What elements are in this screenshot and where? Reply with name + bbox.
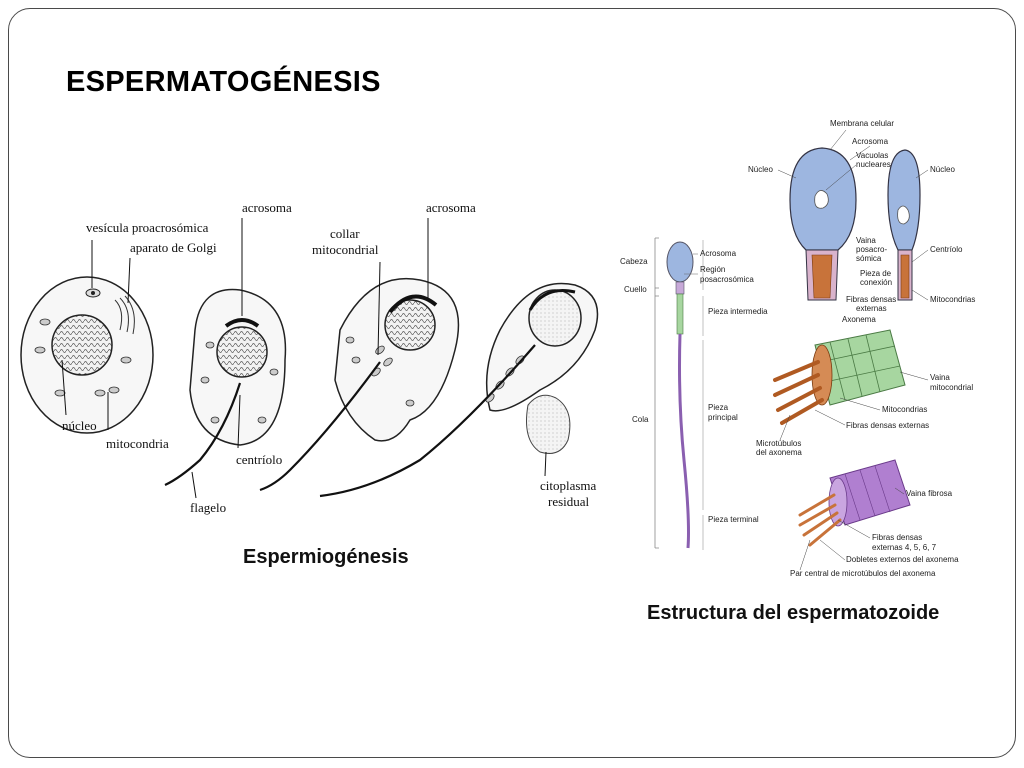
label-mitocondrias-mid: Mitocondrias (882, 405, 927, 414)
label-residual: residual (548, 494, 590, 509)
label-mitocondrias-top: Mitocondrias (930, 295, 975, 304)
label-pieza: Pieza (708, 403, 729, 412)
slide-title: ESPERMATOGÉNESIS (66, 66, 381, 98)
label-mitocondrial: mitocondrial (312, 242, 379, 257)
spermatid-cell-1 (20, 276, 154, 434)
label-dobletes: Dobletes externos del axonema (846, 555, 959, 564)
label-golgi: aparato de Golgi (130, 240, 217, 255)
label-membrana: Membrana celular (830, 119, 894, 128)
caption-estructura: Estructura del espermatozoide (647, 602, 940, 624)
label-acrosoma-1: acrosoma (242, 200, 292, 215)
label-fibras-densas-ext: Fibras densas externas (846, 421, 929, 430)
label-pieza-de: Pieza de (860, 269, 892, 278)
label-somica: sómica (856, 254, 882, 263)
head-section-side (887, 149, 921, 301)
label-citoplasma: citoplasma (540, 478, 597, 493)
label-posacrosomica: posacrosómica (700, 275, 754, 284)
spermiogenesis-diagram: vesícula proacrosómica aparato de Golgi … (20, 200, 599, 515)
label-par-central: Par central de microtúbulos del axonema (790, 569, 936, 578)
label-conexion: conexión (860, 278, 892, 287)
label-del-axonema: del axonema (756, 448, 802, 457)
label-pieza-intermedia: Pieza intermedia (708, 307, 768, 316)
label-acrosoma-top: Acrosoma (852, 137, 889, 146)
label-cabeza: Cabeza (620, 257, 648, 266)
label-cuello: Cuello (624, 285, 647, 294)
label-nucleo-left: Núcleo (748, 165, 773, 174)
label-nucleo-right: Núcleo (930, 165, 955, 174)
label-vaina-mit: Vaina (930, 373, 950, 382)
label-fibras-densas: Fibras densas (846, 295, 896, 304)
label-principal: principal (708, 413, 738, 422)
label-nucleo: núcleo (62, 418, 97, 433)
label-axonema: Axonema (842, 315, 876, 324)
label-region: Región (700, 265, 725, 274)
label-pieza-terminal: Pieza terminal (708, 515, 759, 524)
spermatid-cell-2 (164, 288, 287, 486)
label-collar: collar (330, 226, 360, 241)
label-nucleares: nucleares (856, 160, 891, 169)
residual-cytoplasm (526, 394, 571, 454)
label-centriolo-right: Centríolo (930, 245, 963, 254)
label-vacuolas: Vacuolas (856, 151, 888, 160)
caption-espermiogenesis: Espermiogénesis (243, 546, 409, 568)
label-vaina: Vaina (856, 236, 876, 245)
whole-sperm (654, 237, 704, 550)
sperm-structure-diagram: Cabeza Cuello Cola Acrosoma Región posac… (620, 119, 975, 578)
label-acrosoma-2: acrosoma (426, 200, 476, 215)
head-section-front (789, 147, 857, 301)
label-fibras-densas-2: Fibras densas (872, 533, 922, 542)
label-vesicula: vesícula proacrosómica (86, 220, 209, 235)
label-externas-4567: externas 4, 5, 6, 7 (872, 543, 937, 552)
label-vaina-fibrosa: Vaina fibrosa (906, 489, 953, 498)
label-acrosoma-sperm: Acrosoma (700, 249, 737, 258)
label-mitocondrial-sheath: mitocondrial (930, 383, 973, 392)
label-externas: externas (856, 304, 887, 313)
principal-piece-section (798, 459, 911, 547)
label-posacro: posacro- (856, 245, 887, 254)
label-mitocondria: mitocondria (106, 436, 169, 451)
label-cola: Cola (632, 415, 649, 424)
spermatid-cell-3 (259, 277, 460, 492)
label-flagelo: flagelo (190, 500, 226, 515)
spermatid-cell-4 (319, 282, 599, 498)
label-centriolo: centríolo (236, 452, 282, 467)
label-microtubulos: Microtúbulos (756, 439, 801, 448)
middle-piece-section (773, 329, 906, 425)
